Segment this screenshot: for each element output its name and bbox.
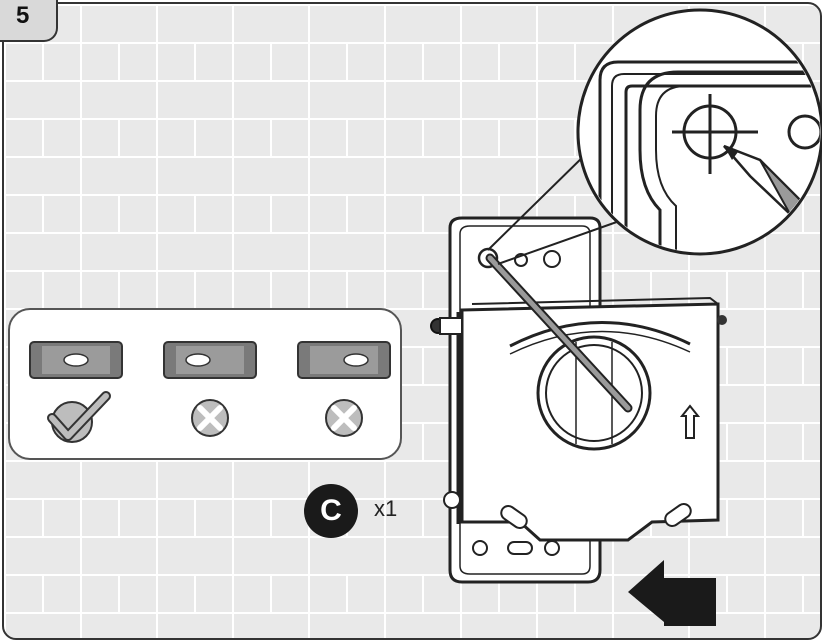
up-arrow-icon (679, 404, 701, 439)
pencil-icon (485, 253, 633, 413)
cross-icon (325, 399, 363, 437)
checkmark-icon (47, 391, 111, 443)
part-quantity: x1 (374, 496, 398, 521)
level-check-box (8, 308, 402, 460)
cross-icon (191, 399, 229, 437)
part-badge: C (304, 484, 358, 538)
step-number: 5 (16, 2, 30, 29)
push-arrow-icon (628, 560, 716, 626)
level-icon (297, 341, 391, 379)
level-icon (29, 341, 123, 379)
zoom-magnifier (576, 8, 822, 256)
device-body (430, 296, 727, 542)
step-tab: 5 (0, 0, 58, 42)
crosshair-mark-icon (672, 94, 758, 174)
level-icon (163, 341, 257, 379)
